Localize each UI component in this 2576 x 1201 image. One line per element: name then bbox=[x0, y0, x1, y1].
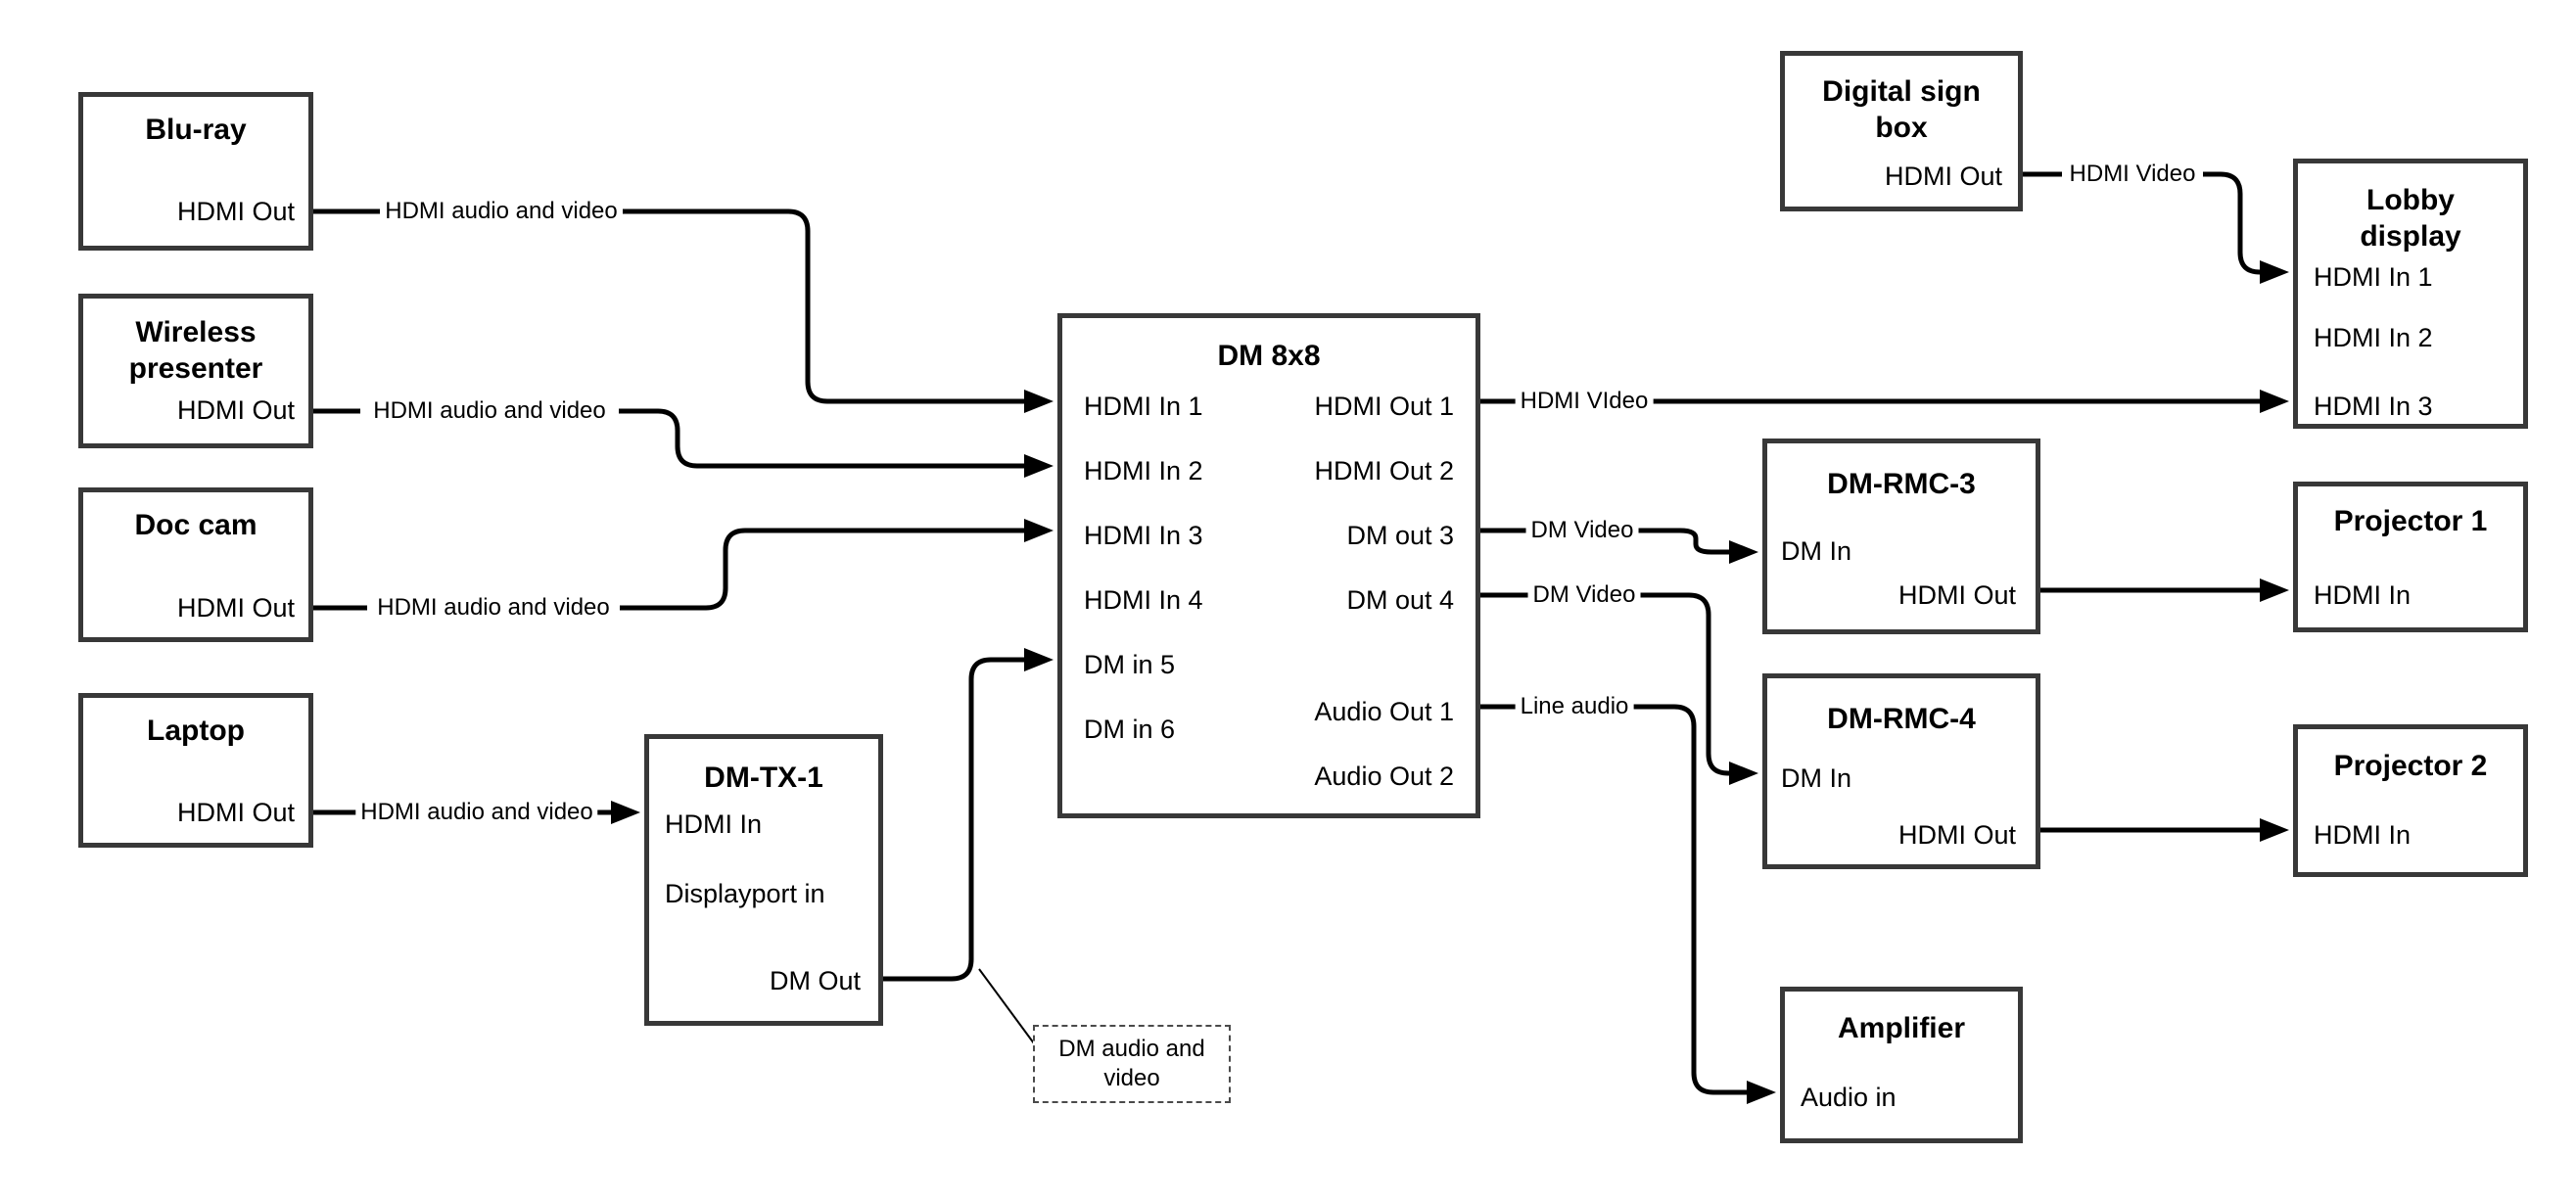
dm-rmc-4-title: DM-RMC-4 bbox=[1827, 703, 1976, 735]
digital-sign-box: Digital sign box HDMI Out bbox=[1780, 51, 2023, 211]
laptop-box: Laptop HDMI Out bbox=[78, 693, 313, 848]
lobby-display-title: Lobby display bbox=[2360, 184, 2461, 253]
dm8x8-port-dm-in-5: DM in 5 bbox=[1084, 650, 1176, 679]
dm-tx-1-title: DM-TX-1 bbox=[704, 762, 823, 794]
dm-tx-1-box: DM-TX-1 HDMI In Displayport in DM Out bbox=[644, 734, 883, 1026]
laptop-title: Laptop bbox=[147, 715, 245, 747]
wire-doccam-to-dm8x8-in3-b bbox=[620, 519, 1054, 611]
wire-label-digital-sign-feed: HDMI Video bbox=[2064, 161, 2201, 188]
wireless-port-hdmi-out: HDMI Out bbox=[176, 395, 295, 425]
dm8x8-port-dm-in-6: DM in 6 bbox=[1084, 715, 1176, 744]
bluray-box: Blu-ray HDMI Out bbox=[78, 92, 313, 251]
wire-label-bluray-feed: HDMI audio and video bbox=[380, 198, 623, 225]
lobby-port-hdmi-in-2: HDMI In 2 bbox=[2314, 323, 2433, 352]
wire-label-wireless-feed: HDMI audio and video bbox=[368, 397, 611, 425]
projector-2-box: Projector 2 HDMI In bbox=[2293, 724, 2528, 877]
dm-8x8-box: DM 8x8 HDMI In 1 HDMI In 2 HDMI In 3 HDM… bbox=[1057, 313, 1480, 818]
wire-label-dm-out4-feed: DM Video bbox=[1527, 581, 1641, 609]
bluray-title: Blu-ray bbox=[145, 114, 247, 146]
doc-cam-box: Doc cam HDMI Out bbox=[78, 487, 313, 642]
dmrmc4-port-hdmi-out: HDMI Out bbox=[1897, 820, 2016, 850]
lobby-display-box: Lobby display HDMI In 1 HDMI In 2 HDMI I… bbox=[2293, 159, 2528, 429]
doccam-port-hdmi-out: HDMI Out bbox=[176, 593, 295, 623]
wire-digitalsign-b bbox=[2203, 171, 2289, 284]
projector-1-box: Projector 1 HDMI In bbox=[2293, 482, 2528, 632]
dm-rmc-4-box: DM-RMC-4 DM In HDMI Out bbox=[1762, 673, 2040, 869]
dm8x8-port-hdmi-out-2: HDMI Out 2 bbox=[1314, 456, 1454, 485]
wire-label-audio-out1-feed: Line audio bbox=[1515, 693, 1634, 720]
amplifier-port-audio-in: Audio in bbox=[1801, 1083, 1897, 1112]
dm-rmc-3-title: DM-RMC-3 bbox=[1827, 468, 1976, 500]
wire-dm8x8-out3-b bbox=[1637, 528, 1758, 564]
projector-2-title: Projector 2 bbox=[2333, 750, 2488, 782]
laptop-port-hdmi-out: HDMI Out bbox=[176, 798, 295, 827]
bluray-port-hdmi-out: HDMI Out bbox=[176, 197, 295, 226]
lobby-port-hdmi-in-3: HDMI In 3 bbox=[2314, 392, 2433, 421]
dmrmc3-port-hdmi-out: HDMI Out bbox=[1897, 580, 2016, 610]
callout-leader-line bbox=[978, 968, 1035, 1044]
digital-sign-title: Digital sign box bbox=[1822, 75, 1981, 144]
dm8x8-port-audio-out-1: Audio Out 1 bbox=[1314, 697, 1454, 726]
wire-label-dm-out3-feed: DM Video bbox=[1525, 517, 1639, 544]
proj2-port-hdmi-in: HDMI In bbox=[2314, 820, 2412, 850]
wire-dmtx1-to-dm8x8-in5 bbox=[883, 648, 1054, 982]
dm8x8-port-dm-out-4: DM out 4 bbox=[1346, 585, 1454, 615]
wire-label-hdmi-out1-feed: HDMI VIdeo bbox=[1515, 388, 1654, 415]
dm-8x8-title: DM 8x8 bbox=[1217, 340, 1321, 372]
wire-dm8x8-out4-b bbox=[1639, 592, 1758, 785]
dm-audio-video-callout: DM audio and video bbox=[1033, 1025, 1231, 1103]
wireless-presenter-box: Wireless presenter HDMI Out bbox=[78, 294, 313, 448]
dm-audio-video-callout-text: DM audio and video bbox=[1058, 1036, 1205, 1091]
dm8x8-port-hdmi-in-4: HDMI In 4 bbox=[1084, 585, 1203, 615]
doc-cam-title: Doc cam bbox=[134, 509, 258, 541]
dm8x8-port-hdmi-in-2: HDMI In 2 bbox=[1084, 456, 1203, 485]
wire-dm8x8-audioout1-b bbox=[1631, 704, 1776, 1104]
dm8x8-port-audio-out-2: Audio Out 2 bbox=[1314, 762, 1454, 791]
dm8x8-port-hdmi-in-3: HDMI In 3 bbox=[1084, 521, 1203, 550]
amplifier-title: Amplifier bbox=[1837, 1012, 1966, 1044]
dm8x8-port-dm-out-3: DM out 3 bbox=[1346, 521, 1454, 550]
dmtx1-port-hdmi-in: HDMI In bbox=[665, 809, 763, 839]
dmtx1-port-dm-out: DM Out bbox=[769, 966, 861, 995]
projector-1-title: Projector 1 bbox=[2333, 505, 2488, 537]
proj1-port-hdmi-in: HDMI In bbox=[2314, 580, 2412, 610]
dmrmc4-port-dm-in: DM In bbox=[1781, 763, 1852, 793]
wire-bluray-to-dm8x8-in1-b bbox=[623, 208, 1054, 413]
dm8x8-port-hdmi-in-1: HDMI In 1 bbox=[1084, 392, 1203, 421]
wire-label-doccam-feed: HDMI audio and video bbox=[372, 594, 615, 622]
dm8x8-port-hdmi-out-1: HDMI Out 1 bbox=[1314, 392, 1454, 421]
dmtx1-port-displayport-in: Displayport in bbox=[665, 879, 825, 908]
lobby-port-hdmi-in-1: HDMI In 1 bbox=[2314, 262, 2433, 292]
wire-wireless-to-dm8x8-in2-b bbox=[619, 408, 1054, 478]
amplifier-box: Amplifier Audio in bbox=[1780, 987, 2023, 1143]
dmrmc3-port-dm-in: DM In bbox=[1781, 536, 1852, 566]
dm-rmc-3-box: DM-RMC-3 DM In HDMI Out bbox=[1762, 439, 2040, 634]
wireless-presenter-title: Wireless presenter bbox=[128, 316, 263, 385]
wire-label-laptop-feed: HDMI audio and video bbox=[355, 799, 598, 826]
digital-sign-port-hdmi-out: HDMI Out bbox=[1884, 162, 2002, 191]
